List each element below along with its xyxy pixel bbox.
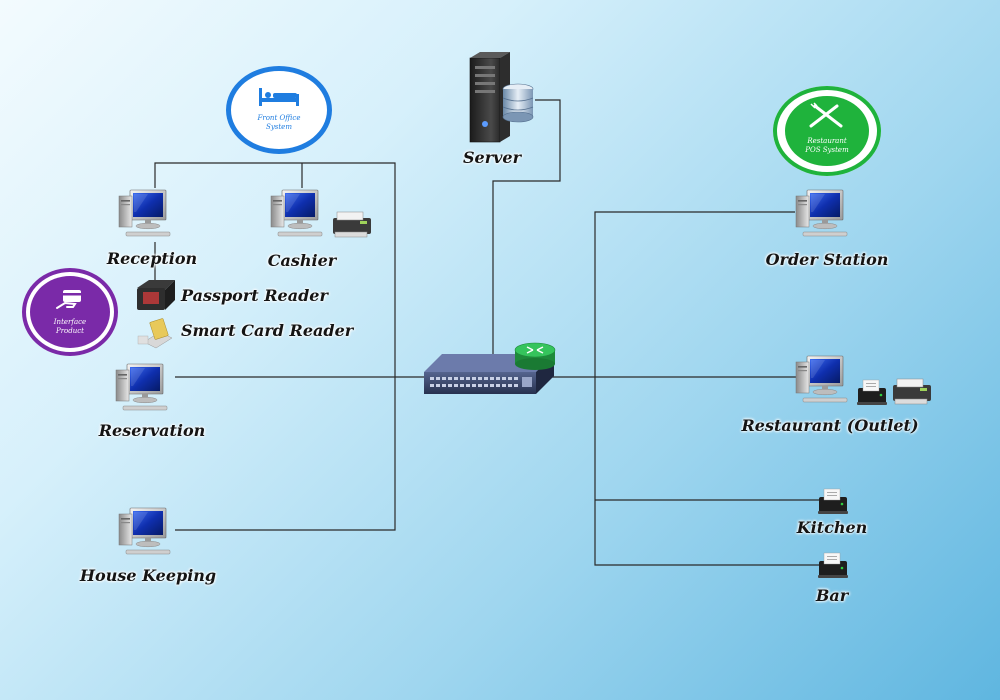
cashier-label: Cashier bbox=[267, 251, 337, 270]
reception-workstation-icon[interactable] bbox=[118, 189, 171, 237]
badge-title-line1: Restaurant bbox=[807, 137, 847, 145]
badge-inner bbox=[30, 276, 110, 348]
passport-reader-icon[interactable] bbox=[137, 280, 175, 310]
card-hand-icon bbox=[56, 290, 81, 309]
server-label: Server bbox=[462, 148, 522, 167]
router-icon[interactable] bbox=[514, 342, 556, 370]
smart-card-reader-label: Smart Card Reader bbox=[181, 321, 354, 340]
smart-card-reader-icon[interactable] bbox=[137, 318, 173, 349]
house-keeping-workstation-icon[interactable] bbox=[118, 507, 171, 555]
kitchen-label: Kitchen bbox=[796, 518, 868, 537]
bar-label: Bar bbox=[815, 586, 849, 605]
order-station-label: Order Station bbox=[765, 250, 889, 269]
house-keeping-label: House Keeping bbox=[79, 566, 217, 585]
bar-receipt-printer-icon[interactable] bbox=[817, 552, 849, 579]
restaurant-outlet-workstation-icon[interactable] bbox=[795, 355, 848, 403]
badge-ring bbox=[773, 86, 881, 176]
restaurant-outlet-label: Restaurant (Outlet) bbox=[741, 416, 919, 435]
badge-inner bbox=[785, 96, 869, 166]
restaurant-outlet-laser-printer-icon[interactable] bbox=[892, 378, 932, 405]
reservation-label: Reservation bbox=[98, 421, 206, 440]
reservation-workstation-icon[interactable] bbox=[115, 363, 168, 411]
fork-knife-icon bbox=[809, 102, 843, 128]
kitchen-receipt-printer-icon[interactable] bbox=[817, 488, 849, 515]
restaurant-pos-system-badge: Restaurant POS System bbox=[773, 86, 881, 176]
interface-product-badge: Interface Product bbox=[22, 268, 118, 356]
order-station-workstation-icon[interactable] bbox=[795, 189, 848, 237]
server-icon[interactable] bbox=[469, 52, 534, 143]
badge-title-line2: Product bbox=[56, 327, 84, 335]
reception-label: Reception bbox=[106, 249, 198, 268]
passport-reader-label: Passport Reader bbox=[181, 286, 328, 305]
link-server-switch bbox=[492, 99, 561, 355]
cashier-workstation-icon[interactable] bbox=[270, 189, 323, 237]
badge-ring bbox=[22, 268, 118, 356]
connection-lines bbox=[154, 99, 820, 566]
badge-title-line1: Front Office bbox=[257, 114, 301, 122]
cashier-printer-icon[interactable] bbox=[332, 211, 372, 238]
badge-title-line2: POS System bbox=[805, 146, 849, 154]
bed-icon bbox=[259, 88, 299, 106]
link-front-office-bus bbox=[154, 162, 396, 531]
front-office-system-badge: Front Office System bbox=[226, 66, 332, 154]
badge-title-line1: Interface bbox=[53, 318, 87, 326]
restaurant-outlet-receipt-printer-icon[interactable] bbox=[856, 379, 888, 406]
badge-title-line2: System bbox=[266, 123, 292, 131]
link-restaurant-bus bbox=[594, 211, 820, 566]
badge-ring bbox=[226, 66, 332, 154]
